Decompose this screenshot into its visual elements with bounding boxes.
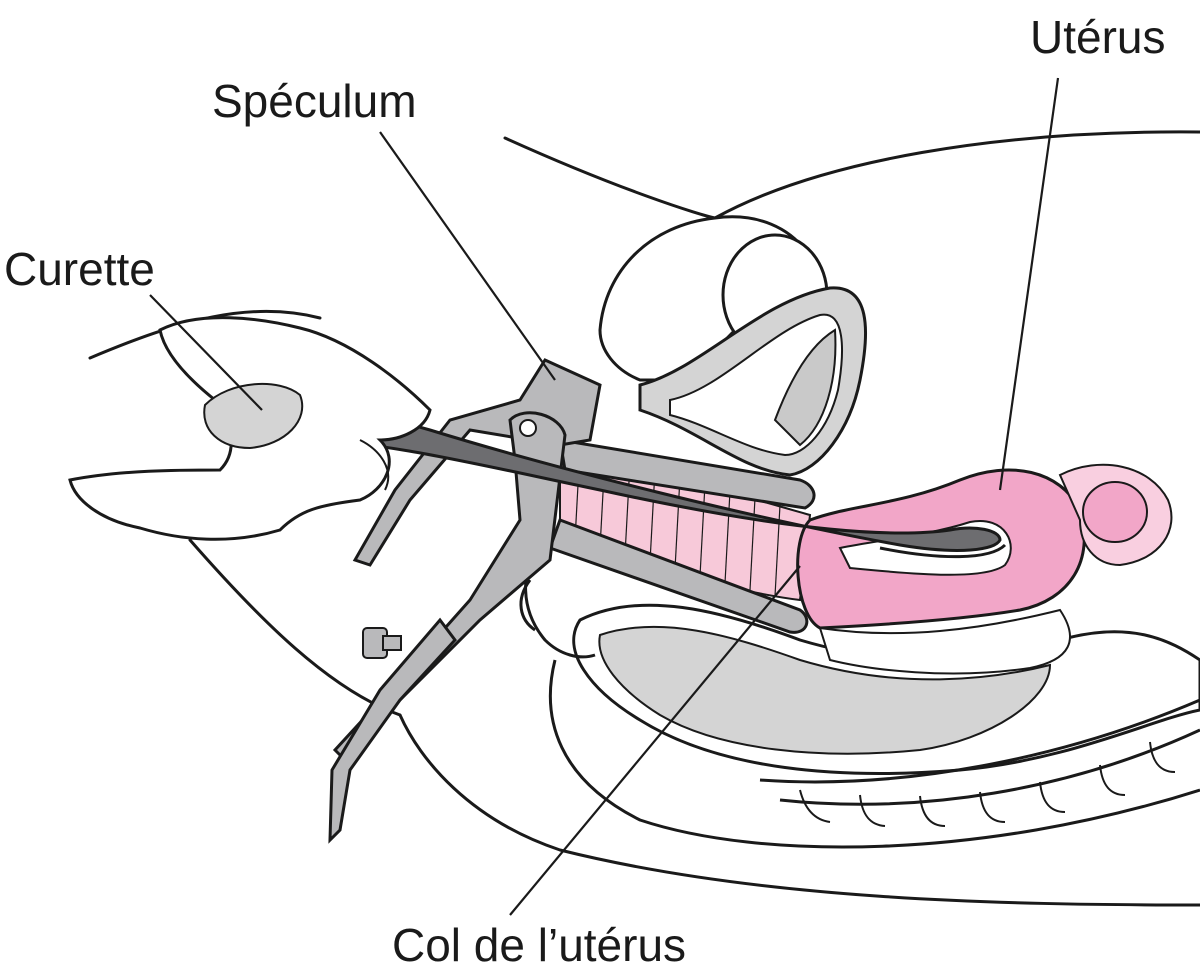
label-cervix: Col de l’utérus — [392, 919, 687, 971]
leader-lines — [149, 77, 1060, 916]
leader-uterus — [998, 77, 1060, 491]
leader-speculum — [379, 131, 556, 381]
bladder — [638, 233, 868, 477]
label-curette: Curette — [4, 243, 155, 295]
leader-curette — [149, 294, 263, 411]
rectum — [572, 603, 1200, 775]
leader-cervix — [509, 565, 801, 916]
label-uterus: Utérus — [1030, 11, 1166, 63]
vertebrae — [799, 741, 1176, 827]
curette — [271, 406, 1007, 559]
speculum — [328, 358, 816, 844]
hand — [68, 316, 432, 541]
sacrum — [548, 659, 1200, 849]
thumb-screw — [362, 627, 402, 659]
label-speculum: Spéculum — [212, 75, 417, 127]
